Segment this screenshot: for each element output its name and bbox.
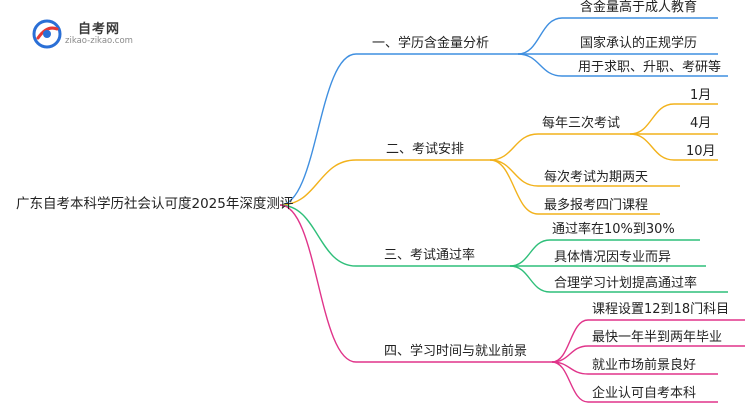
logo-url: zikao-zikao.com (65, 36, 133, 46)
branch-2-item-2: 每次考试为期两天 (544, 170, 649, 185)
branch-4-connectors (279, 204, 745, 403)
logo-badge-icon (32, 19, 62, 49)
site-logo: 自考网 zikao-zikao.com (32, 17, 152, 53)
branch-1-item-3: 用于求职、升职、考研等 (578, 60, 722, 75)
branch-4-item-4: 企业认可自考本科 (592, 386, 697, 401)
branch-3-connectors (279, 204, 728, 293)
logo-title: 自考网 (78, 22, 121, 37)
branch-3-item-1: 通过率在10%到30% (552, 222, 675, 237)
branch-1-item-1: 含金量高于成人教育 (580, 0, 698, 15)
branch-4-item-3: 就业市场前景良好 (592, 358, 697, 373)
branch-2-month-2: 4月 (690, 116, 712, 131)
branch-1-item-2: 国家承认的正规学历 (580, 36, 698, 51)
branch-3-item-2: 具体情况因专业而异 (554, 250, 672, 265)
branch-2-item-3: 最多报考四门课程 (544, 198, 649, 213)
root-topic: 广东自考本科学历社会认可度2025年深度测评 (16, 196, 294, 212)
branch-2-item-1: 每年三次考试 (542, 116, 621, 131)
branch-4-topic: 四、学习时间与就业前景 (384, 344, 528, 359)
branch-3-item-3: 合理学习计划提高通过率 (554, 276, 698, 291)
branch-2-month-1: 1月 (690, 88, 712, 103)
branch-3-topic: 三、考试通过率 (384, 248, 476, 263)
branch-1-topic: 一、学历含金量分析 (372, 36, 490, 51)
branch-2-topic: 二、考试安排 (386, 142, 465, 157)
branch-2-month-3: 10月 (686, 144, 716, 159)
branch-4-item-2: 最快一年半到两年毕业 (592, 330, 723, 345)
branch-2-connectors (279, 103, 718, 215)
branch-4-item-1: 课程设置12到18门科目 (592, 302, 730, 317)
branch-1-connectors (279, 17, 728, 206)
